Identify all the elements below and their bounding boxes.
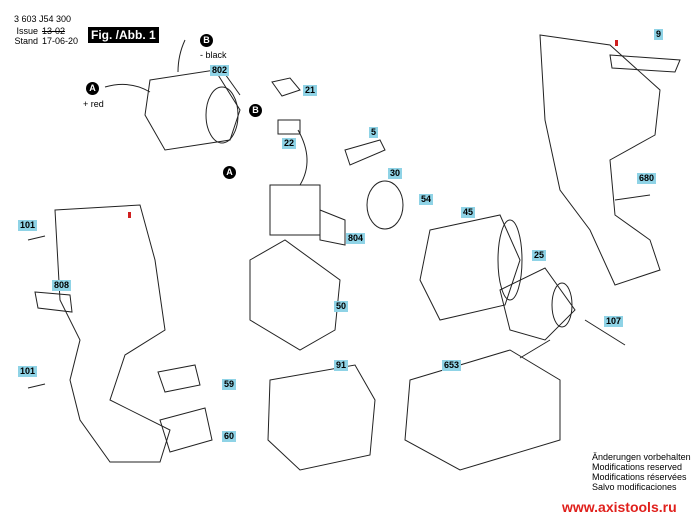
wire-marker-a: A: [86, 82, 99, 95]
part-label: 22: [282, 138, 297, 149]
part-label: 45: [461, 207, 476, 218]
website-link[interactable]: www.axistools.ru: [562, 499, 677, 515]
note-es: Salvo modificaciones: [592, 482, 677, 492]
issue-label: Issue: [16, 26, 38, 36]
stand-label: Stand: [14, 36, 38, 46]
part-label: 21: [303, 85, 318, 96]
part-label: 54: [419, 194, 434, 205]
note-fr: Modifications réservées: [592, 472, 687, 482]
stand-value: 17-06-20: [42, 36, 79, 46]
part-label: 59: [222, 379, 237, 390]
note-de: Änderungen vorbehalten: [592, 452, 691, 462]
wire-label-red: + red: [83, 99, 104, 109]
part-label: 9: [654, 29, 664, 40]
part-label: 802: [210, 65, 230, 76]
note-en: Modifications reserved: [592, 462, 683, 472]
part-label: 5: [369, 127, 379, 138]
part-label: 680: [637, 173, 657, 184]
part-label: 101: [18, 366, 38, 377]
part-label: 653: [442, 360, 462, 371]
issue-value: 13-02: [42, 26, 66, 36]
part-label: 60: [222, 431, 237, 442]
part-label: 808: [52, 280, 72, 291]
wire-marker-b: B: [200, 34, 213, 47]
part-label: 101: [18, 220, 38, 231]
part-label: 30: [388, 168, 403, 179]
part-label: 25: [532, 250, 547, 261]
part-label: 50: [334, 301, 349, 312]
red-marker: [615, 40, 618, 46]
part-label: 91: [334, 360, 349, 371]
wire-marker-a: A: [223, 166, 236, 179]
part-label: 107: [604, 316, 624, 327]
wire-marker-b: B: [249, 104, 262, 117]
figure-title: Fig. /Abb. 1: [88, 27, 159, 43]
red-marker: [128, 212, 131, 218]
notes: Änderungen vorbehalten Modifications res…: [592, 452, 691, 492]
part-number: 3 603 J54 300: [14, 14, 72, 24]
part-label: 804: [346, 233, 366, 244]
wire-label-black: - black: [200, 50, 227, 60]
